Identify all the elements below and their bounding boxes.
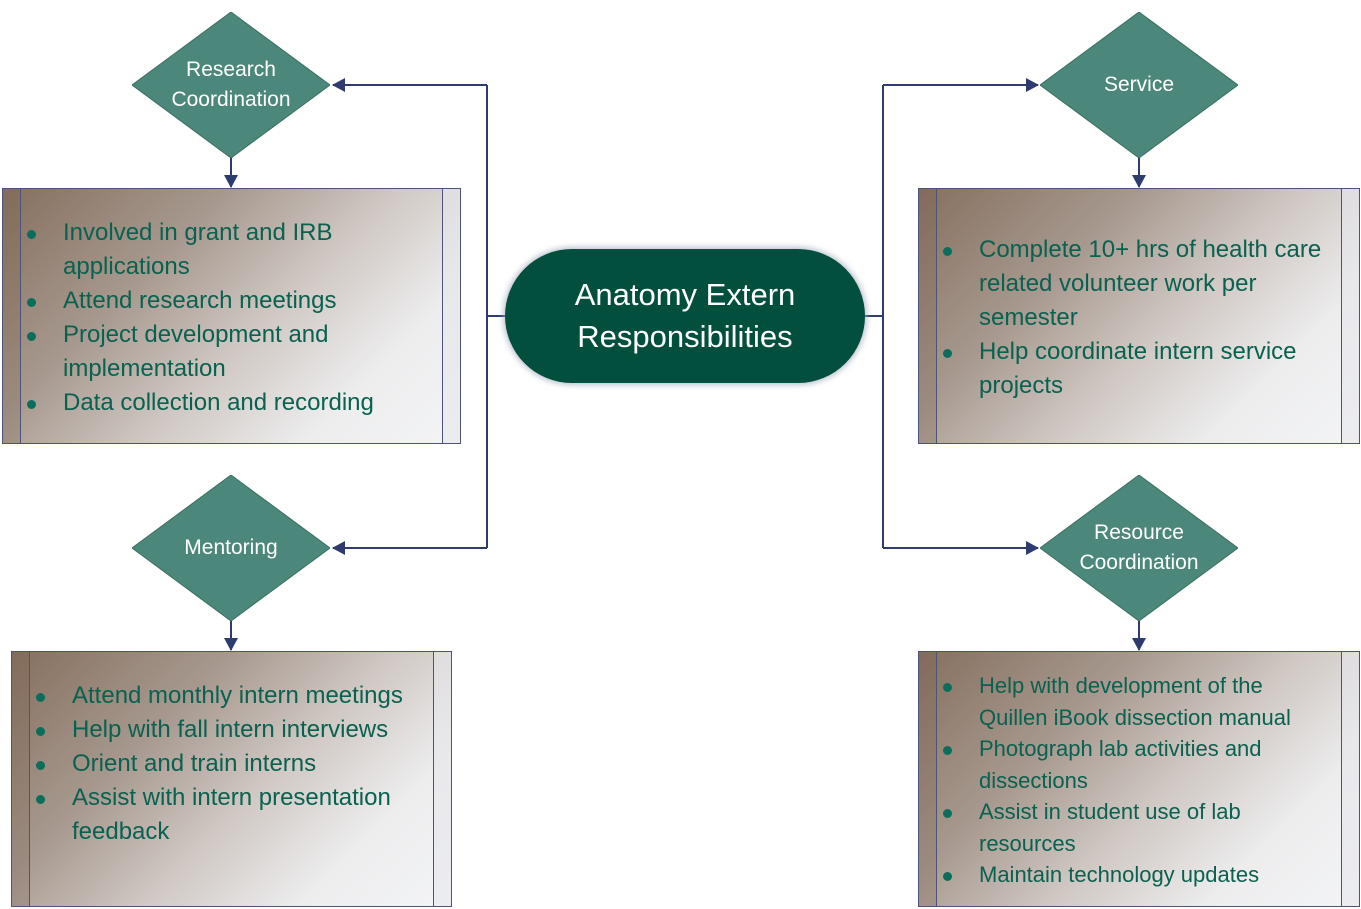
bullet-item: Help coordinate intern service projects <box>943 335 1328 403</box>
diamond-mentoring[interactable]: Mentoring <box>132 475 330 621</box>
center-title: Anatomy Extern Responsibilities <box>574 277 796 354</box>
box-right-stripe <box>433 652 451 906</box>
bullet-icon <box>36 727 45 736</box>
bullet-list: Help with development of the Quillen iBo… <box>943 670 1333 891</box>
bullet-item: Help with fall intern interviews <box>36 713 431 747</box>
bullet-icon <box>36 693 45 702</box>
bullet-icon <box>27 332 36 341</box>
box-right-stripe <box>442 189 460 443</box>
diamond-research-coordination[interactable]: Research Coordination <box>132 12 330 158</box>
bullet-item: Project development and implementation <box>27 318 427 386</box>
bullet-icon <box>943 746 952 755</box>
center-node[interactable]: Anatomy Extern Responsibilities <box>505 249 865 383</box>
box-left-stripe <box>3 189 21 443</box>
diamond-label: Research Coordination <box>171 58 291 111</box>
box-service: Complete 10+ hrs of health care related … <box>918 188 1360 444</box>
diamond-resource-coordination[interactable]: Resource Coordination <box>1040 475 1238 621</box>
bullet-list: Attend monthly intern meetings Help with… <box>36 679 431 849</box>
bullet-item: Assist in student use of lab resources <box>943 796 1333 859</box>
bullet-item: Attend monthly intern meetings <box>36 679 431 713</box>
bullet-icon <box>943 683 952 692</box>
bullet-icon <box>36 761 45 770</box>
diamond-label: Service <box>1103 73 1175 96</box>
box-left-stripe <box>919 189 937 443</box>
bullet-item: Complete 10+ hrs of health care related … <box>943 233 1328 335</box>
bullet-item: Attend research meetings <box>27 284 427 318</box>
box-left-stripe <box>12 652 30 906</box>
bullet-item: Help with development of the Quillen iBo… <box>943 670 1333 733</box>
bullet-item: Involved in grant and IRB applications <box>27 216 427 284</box>
box-mentoring: Attend monthly intern meetings Help with… <box>11 651 452 907</box>
bullet-icon <box>27 230 36 239</box>
bullet-list: Involved in grant and IRB applications A… <box>27 216 427 420</box>
bullet-icon <box>943 349 952 358</box>
bullet-icon <box>36 795 45 804</box>
bullet-icon <box>27 298 36 307</box>
diamond-label: Resource Coordination <box>1079 521 1199 574</box>
box-right-stripe <box>1341 652 1359 906</box>
bullet-item: Orient and train interns <box>36 747 431 781</box>
diamond-label: Mentoring <box>184 536 278 559</box>
bullet-item: Maintain technology updates <box>943 859 1333 891</box>
bullet-icon <box>943 872 952 881</box>
box-right-stripe <box>1341 189 1359 443</box>
box-research-coordination: Involved in grant and IRB applications A… <box>2 188 461 444</box>
diamond-service[interactable]: Service <box>1040 12 1238 158</box>
bullet-icon <box>943 809 952 818</box>
bullet-icon <box>27 400 36 409</box>
bullet-icon <box>943 247 952 256</box>
bullet-item: Data collection and recording <box>27 386 427 420</box>
box-left-stripe <box>919 652 937 906</box>
bullet-list: Complete 10+ hrs of health care related … <box>943 233 1328 403</box>
box-resource-coordination: Help with development of the Quillen iBo… <box>918 651 1360 907</box>
bullet-item: Assist with intern presentation feedback <box>36 781 431 849</box>
bullet-item: Photograph lab activities and dissection… <box>943 733 1333 796</box>
